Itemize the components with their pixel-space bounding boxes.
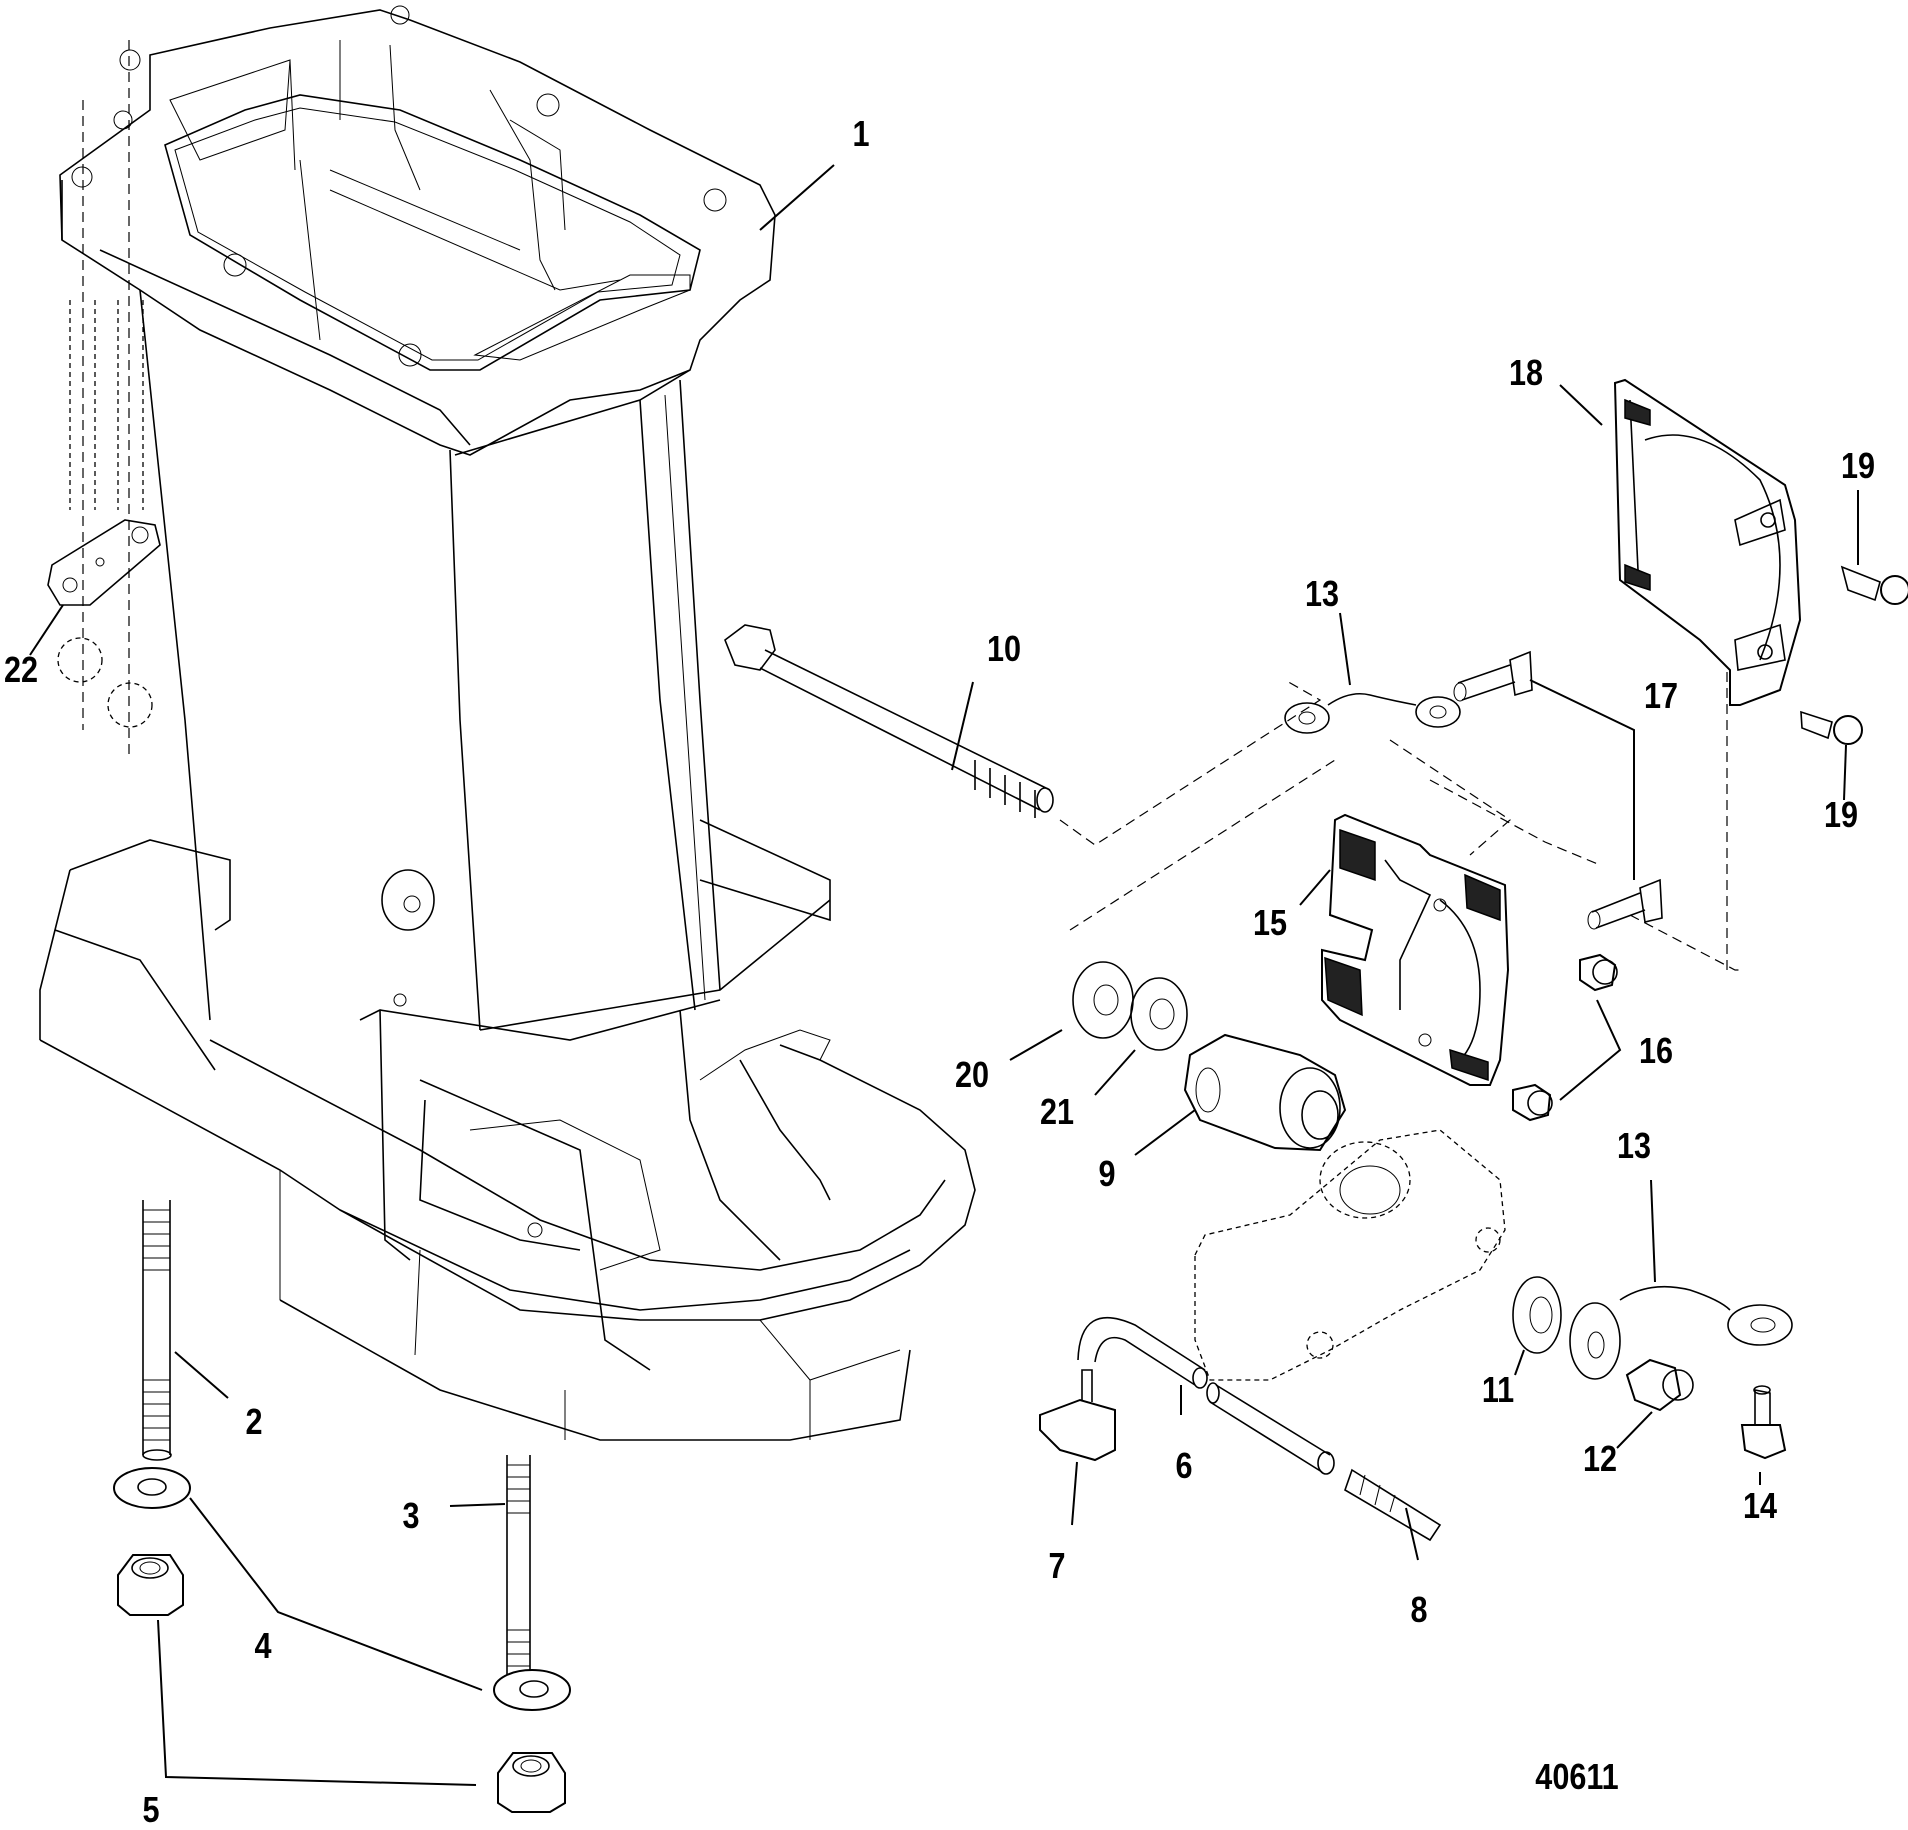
rubber-mount-part-9 [1183,1033,1347,1152]
callout-19-lower: 19 [1823,794,1859,835]
leader-lines [29,164,1603,1156]
callout-4: 4 [254,1625,272,1666]
callout-2: 2 [245,1401,263,1442]
water-fittings [1039,1316,1442,1561]
callout-18: 18 [1508,352,1544,393]
callout-1: 1 [852,113,870,154]
callout-11: 11 [1481,1369,1515,1410]
driveshaft-housing-part [39,5,976,1441]
callout-19-upper: 19 [1840,445,1876,486]
callout-17: 17 [1643,675,1679,716]
callout-7: 7 [1048,1545,1066,1586]
figure-number: 40611 [1535,1756,1619,1797]
nut-insert-part-16 [1512,953,1622,1122]
callout-13-lower: 13 [1616,1125,1652,1166]
callout-16: 16 [1638,1030,1674,1071]
washers-part-20-21 [1072,961,1188,1051]
washers-nuts-part-4-5 [113,1467,571,1813]
callout-10: 10 [986,628,1022,669]
callout-15: 15 [1252,902,1288,943]
callout-9: 9 [1098,1153,1116,1194]
retainer-part-15 [1321,813,1510,1086]
callout-22: 22 [3,649,39,690]
stud-alignment-lines [82,40,130,760]
studs-part-2-3 [142,1200,531,1690]
callout-14: 14 [1742,1485,1778,1526]
callout-8: 8 [1410,1589,1428,1630]
lower-hardware [1512,1179,1793,1485]
callout-20: 20 [954,1054,990,1095]
callout-13-upper: 13 [1304,573,1340,614]
cover-part-18 [1613,378,1802,706]
phantom-yoke [1194,1129,1506,1381]
screw-part-19 [1800,490,1908,801]
plate-part-22 [47,300,161,728]
screw-part-17 [1453,650,1663,930]
callout-6: 6 [1175,1445,1193,1486]
ground-strap-part-13-upper [1284,692,1461,734]
bolt-part-10 [724,624,1054,818]
callout-5: 5 [142,1789,160,1830]
callout-21: 21 [1039,1091,1075,1132]
callout-3: 3 [402,1495,420,1536]
callout-12: 12 [1582,1438,1618,1479]
